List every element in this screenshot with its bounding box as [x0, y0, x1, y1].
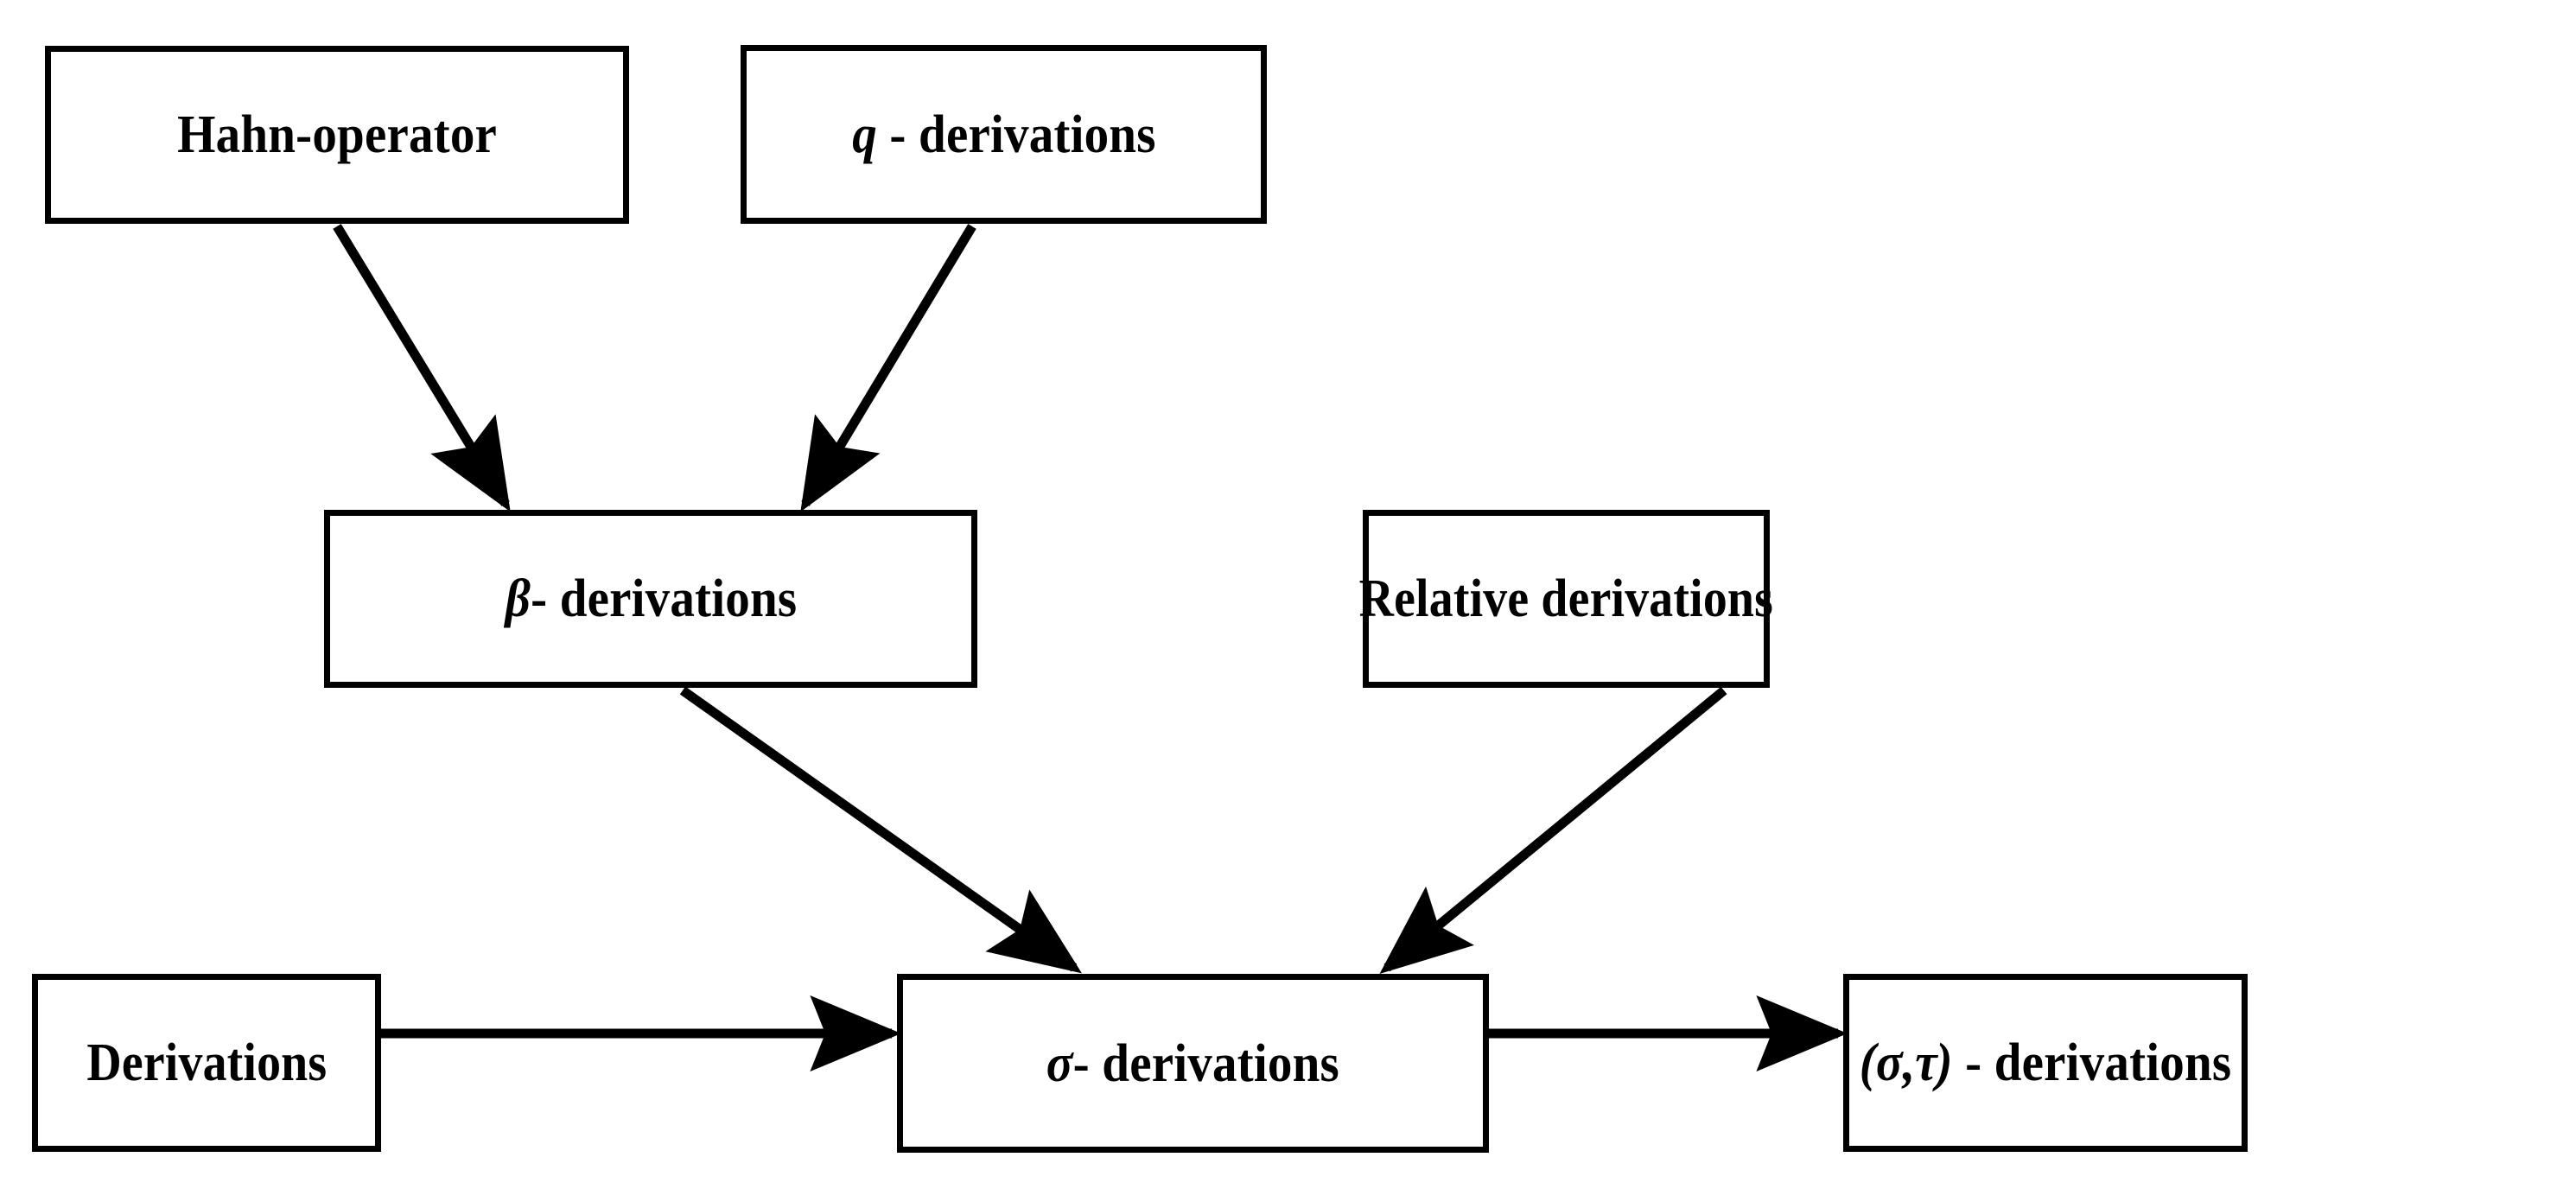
node-beta-derivations[interactable]: β- derivations [324, 510, 977, 688]
symbol-beta: β [505, 569, 531, 628]
symbol-tau: τ [1915, 1033, 1937, 1092]
node-relative-derivations[interactable]: Relative derivations [1359, 510, 1773, 688]
edge-relative-derivations-to-sigma-derivations [1379, 686, 1727, 974]
node-sigma-derivations-suffix: - derivations [1072, 1033, 1340, 1093]
node-derivations-label: Derivations [86, 1033, 327, 1092]
edge-q-derivations-to-beta-derivations [800, 224, 976, 512]
comma-separator: , [1902, 1033, 1916, 1092]
node-q-derivations-suffix: - derivations [876, 105, 1156, 164]
node-hahn-operator-label: Hahn-operator [177, 105, 497, 164]
node-derivations[interactable]: Derivations [32, 974, 381, 1152]
symbol-sigma: σ [1875, 1033, 1903, 1092]
node-sigma-tau-derivations-label: (σ,τ) - derivations [1860, 1036, 2232, 1090]
symbol-sigma: σ [1046, 1033, 1073, 1093]
node-sigma-derivations[interactable]: σ- derivations [897, 974, 1489, 1153]
open-paren: ( [1859, 1033, 1876, 1092]
node-beta-derivations-suffix: - derivations [530, 569, 797, 628]
node-beta-derivations-label: β- derivations [505, 572, 797, 626]
node-sigma-derivations-label: σ- derivations [1046, 1037, 1339, 1090]
edge-beta-derivations-to-sigma-derivations [679, 686, 1082, 974]
node-sigma-tau-derivations-suffix: - derivations [1952, 1033, 2232, 1092]
close-paren: ) [1936, 1033, 1953, 1092]
node-q-derivations-label: q - derivations [852, 108, 1155, 162]
symbol-q: q [851, 105, 877, 164]
node-hahn-operator[interactable]: Hahn-operator [45, 46, 629, 224]
node-sigma-tau-derivations[interactable]: (σ,τ) - derivations [1843, 974, 2248, 1152]
edge-hahn-to-beta-derivations [333, 224, 511, 512]
node-relative-derivations-label: Relative derivations [1358, 569, 1774, 628]
node-q-derivations[interactable]: q - derivations [741, 45, 1267, 224]
